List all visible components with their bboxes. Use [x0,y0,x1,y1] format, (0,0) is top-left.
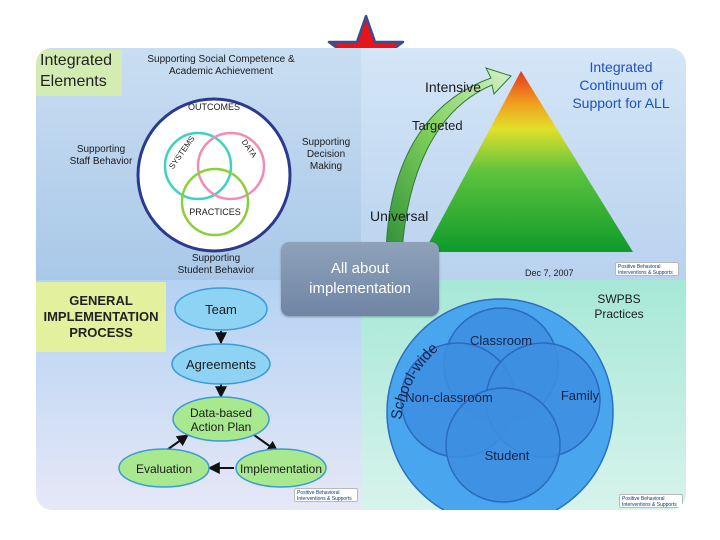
systems-circle [163,131,233,201]
action-plan-node [172,396,270,442]
evaluation-text: Evaluation [136,462,192,476]
pbis-logo: Positive Behavioral Interventions & Supp… [294,488,358,502]
staff-behavior-label: Supporting Staff Behavior [69,144,133,167]
agreements-node [171,343,271,385]
plan-line2-text: Action Plan [191,420,252,434]
data-circle [196,131,266,201]
continuum-triangle [424,71,633,252]
continuum-title: Integrated Continuum of Support for ALL [572,59,670,111]
team-node [174,287,268,331]
family-text: Family [561,388,600,403]
student-text: Student [485,448,530,463]
targeted-text: Targeted [412,118,463,133]
continuum-arrow [385,67,512,253]
intensive-text: Intensive [425,79,481,95]
continuum-date: Dec 7, 2007 [525,268,574,278]
classroom-text: Classroom [470,333,532,348]
social-competence-label: Supporting Social Competence & Academic … [147,54,295,77]
evaluation-node [118,448,210,488]
plan-line1-text: Data-based [190,406,252,420]
integrated-elements-title: Integrated Elements [36,50,122,96]
implementation-callout: All about implementation [281,242,439,316]
integrated-elements-venn: OUTCOMES SYSTEMS DATA PRACTICES [136,97,292,253]
student-circle [445,387,561,503]
agreements-text: Agreements [186,357,257,372]
process-panel: GENERAL IMPLEMENTATION PROCESS Team Agre… [36,280,361,510]
slide-frame: Integrated Elements Supporting Social Co… [36,48,686,510]
implementation-node [235,448,327,488]
outer-circle [136,97,292,253]
student-behavior-label: Supporting Student Behavior [177,253,255,276]
universal-text: Universal [370,208,428,224]
callout-line2: implementation [309,280,411,297]
decision-making-label: Supporting Decision Making [301,137,351,172]
continuum-panel: Intensive Targeted Universal Dec 7, 2007… [361,48,686,280]
process-title: GENERAL IMPLEMENTATION PROCESS [36,282,166,352]
callout-line1: All about [330,260,390,277]
practices-circle [180,167,250,237]
outcomes-text: OUTCOMES [188,102,240,112]
team-text: Team [205,302,237,317]
practices-text: PRACTICES [189,207,241,217]
non-classroom-text: Non-classroom [405,390,492,405]
swpbs-title: SWPBS Practices [594,292,644,321]
pbis-logo: Positive Behavioral Interventions & Supp… [619,494,683,508]
swpbs-panel: School-wide Classroom Non-classroom Fami… [361,280,686,510]
pbis-logo: Positive Behavioral Interventions & Supp… [615,262,679,276]
continuum-graphic: Intensive Targeted Universal Dec 7, 2007 [370,67,633,278]
integrated-elements-panel: Integrated Elements Supporting Social Co… [36,48,361,280]
implementation-text: Implementation [240,462,322,476]
swpbs-diagram: School-wide Classroom Non-classroom Fami… [386,298,614,510]
process-flow: Team Agreements Data-based Action Plan E… [118,287,327,488]
